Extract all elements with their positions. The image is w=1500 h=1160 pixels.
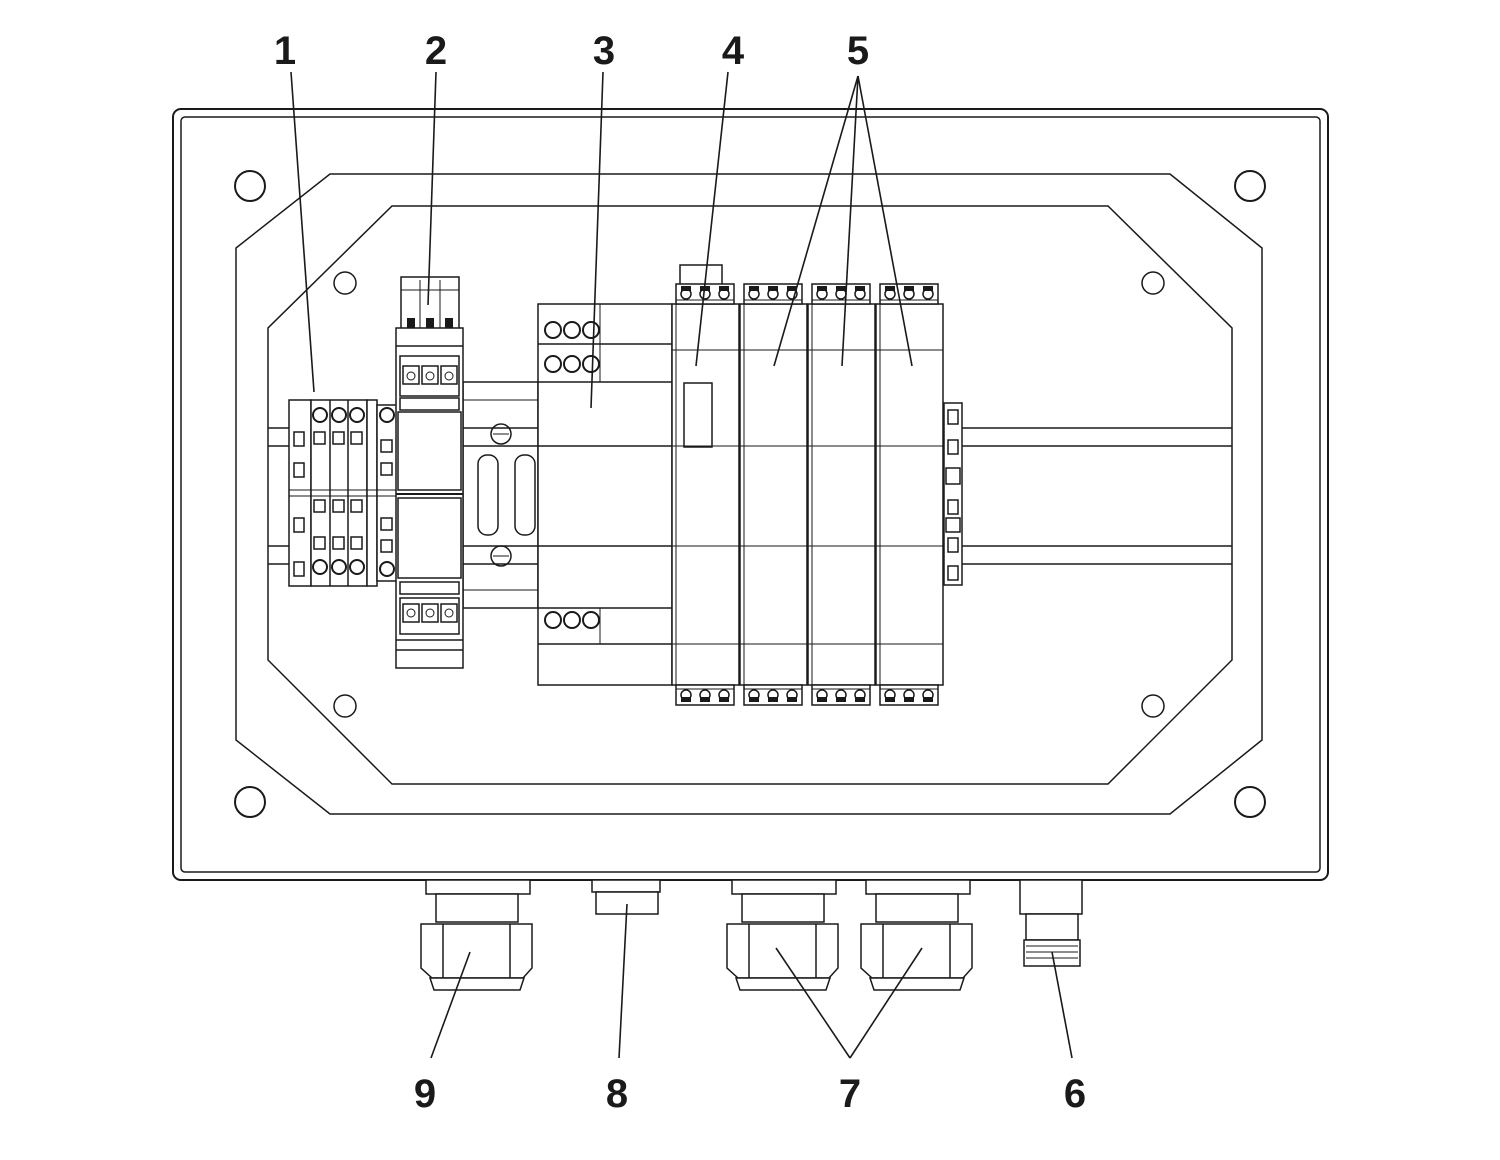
module-5b: [807, 303, 876, 686]
leader-9: [430, 951, 471, 1059]
module-5c: [875, 303, 944, 686]
terminal-plug-bottom: [811, 684, 871, 706]
rail-screw-icon: [490, 545, 512, 567]
callout-5: 5: [847, 29, 869, 73]
leader-5a: [773, 75, 859, 367]
cable-gland-7a: [726, 879, 839, 991]
leader-5c: [857, 75, 913, 367]
mount-hole-icon: [1141, 694, 1165, 718]
leader-5b: [841, 75, 859, 367]
terminal-block-group: [288, 399, 398, 587]
leader-8: [618, 903, 628, 1059]
module-5a: [739, 303, 808, 686]
rail-screw-icon: [490, 423, 512, 445]
terminal-plug-top: [743, 283, 803, 305]
plug-in-module: [395, 276, 464, 669]
callout-1: 1: [274, 29, 296, 73]
screw-icon: [1234, 170, 1266, 202]
terminal-plug-bottom: [743, 684, 803, 706]
screw-icon: [234, 170, 266, 202]
callout-9: 9: [414, 1072, 436, 1116]
mount-hole-icon: [1141, 271, 1165, 295]
plate-mount-holes: [333, 271, 1165, 718]
leader-6: [1051, 951, 1073, 1059]
mount-hole-icon: [333, 694, 357, 718]
connector-6: [1019, 879, 1083, 967]
mount-hole-icon: [333, 271, 357, 295]
callout-3: 3: [593, 29, 615, 73]
corner-screws: [234, 170, 1266, 818]
screw-icon: [1234, 786, 1266, 818]
leader-1: [290, 71, 315, 393]
terminal-plug-bottom: [675, 684, 735, 706]
callout-labels: 1 2 3 4 5 6 7 8 9: [274, 29, 1086, 1116]
module-terminals: [675, 283, 939, 706]
callout-4: 4: [722, 29, 745, 73]
terminal-plug-bottom: [879, 684, 939, 706]
leader-3: [590, 71, 604, 409]
leader-4: [695, 71, 729, 367]
cable-gland-7b: [860, 879, 973, 991]
callout-2: 2: [425, 29, 447, 73]
leader-7a: [775, 947, 851, 1059]
callout-8: 8: [606, 1072, 628, 1116]
callout-7: 7: [839, 1072, 861, 1116]
leader-2: [427, 71, 437, 306]
terminal-plug-top: [675, 283, 735, 305]
callout-6: 6: [1064, 1072, 1086, 1116]
end-stopper: [943, 402, 963, 586]
leader-7b: [849, 947, 923, 1059]
screw-icon: [234, 786, 266, 818]
module-4: [671, 264, 740, 686]
module-divisions: [672, 304, 943, 685]
terminal-plug-top: [811, 283, 871, 305]
cable-gland-9: [420, 879, 533, 991]
leader-lines: [290, 71, 1073, 1059]
terminal-plug-top: [879, 283, 939, 305]
power-supply: [537, 303, 673, 686]
